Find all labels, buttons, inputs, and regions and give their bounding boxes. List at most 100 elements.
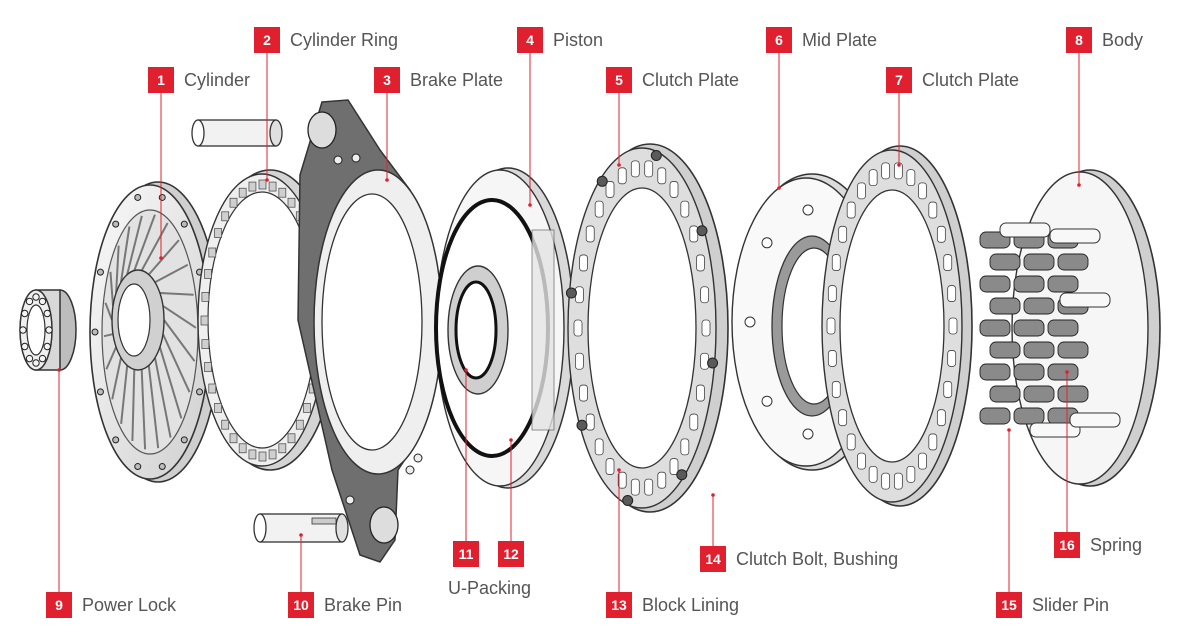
callout-cylinder-ring: 2 Cylinder Ring	[254, 27, 398, 53]
lining-block	[838, 409, 848, 427]
lining-block	[827, 285, 837, 302]
cylinder-bolt	[180, 436, 188, 444]
part-label: Body	[1102, 29, 1144, 50]
lining-block	[689, 413, 699, 431]
brake-plate-bolt	[405, 465, 415, 475]
lining-block	[605, 181, 615, 198]
spring-coil	[1013, 407, 1045, 425]
cylinder-bolt	[196, 388, 204, 396]
lining-block	[831, 381, 841, 398]
lining-block	[644, 160, 654, 178]
lining-block	[906, 169, 916, 187]
brake-plate-part	[297, 99, 443, 563]
callout-clutch-bolt-bushing: 14 Clutch Bolt, Bushing	[700, 546, 898, 572]
lock-bolt	[19, 326, 27, 334]
lining-block	[846, 201, 856, 219]
ring-tooth	[248, 181, 257, 192]
ring-tooth	[204, 269, 212, 279]
brake-plate-bolt	[351, 153, 361, 163]
spring-coil	[1057, 253, 1089, 271]
leader-dot	[617, 468, 621, 472]
lining-block	[594, 200, 604, 218]
spring-coil	[989, 341, 1021, 359]
spring-coil	[1047, 319, 1079, 337]
lining-block	[689, 225, 699, 243]
lining-block	[701, 319, 711, 337]
lock-bolt	[43, 309, 51, 318]
body-part	[979, 169, 1161, 487]
cylinder-bolt	[112, 220, 120, 228]
lining-block	[605, 458, 615, 475]
lining-block	[893, 472, 903, 490]
cylinder-rib	[140, 369, 147, 450]
lining-block	[881, 472, 891, 490]
lining-block	[696, 384, 705, 402]
spring-coil	[1023, 297, 1055, 315]
spring-coil	[1013, 319, 1045, 337]
callout-brake-plate: 3 Brake Plate	[374, 67, 503, 93]
cylinder-rib	[147, 365, 160, 449]
clutch-bolt	[565, 287, 577, 299]
ring-tooth	[208, 383, 217, 394]
lining-block	[857, 452, 866, 470]
part-label: Brake Plate	[410, 69, 504, 90]
lining-block	[617, 471, 627, 489]
ring-tooth	[208, 247, 217, 258]
leader-dot	[1077, 183, 1081, 187]
cylinder-rib	[103, 333, 114, 338]
ring-tooth	[229, 197, 238, 208]
spring-coil	[989, 297, 1021, 315]
leader-dot	[1007, 428, 1011, 432]
lock-bolt	[38, 354, 47, 363]
slider-pin	[1069, 412, 1121, 428]
lining-block	[868, 465, 878, 483]
cylinder-bolt	[112, 436, 120, 444]
lining-block	[669, 458, 679, 475]
cylinder-rib	[158, 346, 183, 419]
leader-dot	[265, 178, 269, 182]
cylinder-bolt	[158, 463, 166, 471]
spring-coil	[1047, 363, 1079, 381]
cylinder-rib	[111, 357, 122, 400]
lining-block	[579, 384, 588, 402]
lock-bolt	[38, 297, 47, 306]
spring-coil	[1013, 363, 1045, 381]
part-label: Spring	[1090, 534, 1143, 555]
lining-block	[630, 160, 640, 178]
leader-dot	[711, 493, 715, 497]
lining-block	[680, 438, 690, 456]
leader-dot	[897, 163, 901, 167]
part-label: Piston	[553, 29, 604, 50]
callout-spring: 16 Spring	[1054, 532, 1142, 558]
part-label: Mid Plate	[802, 29, 878, 50]
ring-tooth	[201, 292, 210, 302]
lock-bolt	[21, 342, 29, 351]
ring-tooth	[287, 433, 296, 444]
part-label: Power Lock	[82, 594, 177, 615]
slider-pin	[1049, 228, 1101, 244]
callout-clutch-plate-5: 5 Clutch Plate	[606, 67, 739, 93]
cylinder-rib	[119, 226, 131, 283]
spring-coil	[979, 319, 1011, 337]
lock-bolt	[45, 326, 53, 334]
ring-tooth	[258, 179, 267, 190]
ring-tooth	[214, 403, 222, 413]
lining-block	[838, 225, 848, 243]
lining-block	[943, 254, 953, 271]
ring-tooth	[268, 181, 277, 192]
lining-block	[826, 317, 836, 335]
cylinder-rib	[126, 215, 143, 275]
spring-coil	[1057, 385, 1089, 403]
leader-dot	[777, 186, 781, 190]
lining-block	[918, 182, 927, 200]
lock-bolt	[25, 297, 34, 306]
cylinder-rib	[162, 333, 191, 393]
ring-tooth	[258, 451, 267, 462]
leader-dot	[299, 533, 303, 537]
cylinder-rib	[105, 346, 118, 370]
leader-dot	[159, 256, 163, 260]
cylinder-rib	[154, 263, 189, 284]
callout-slider-pin: 15 Slider Pin	[996, 592, 1109, 618]
lining-block	[644, 478, 654, 496]
lining-block	[831, 254, 841, 271]
